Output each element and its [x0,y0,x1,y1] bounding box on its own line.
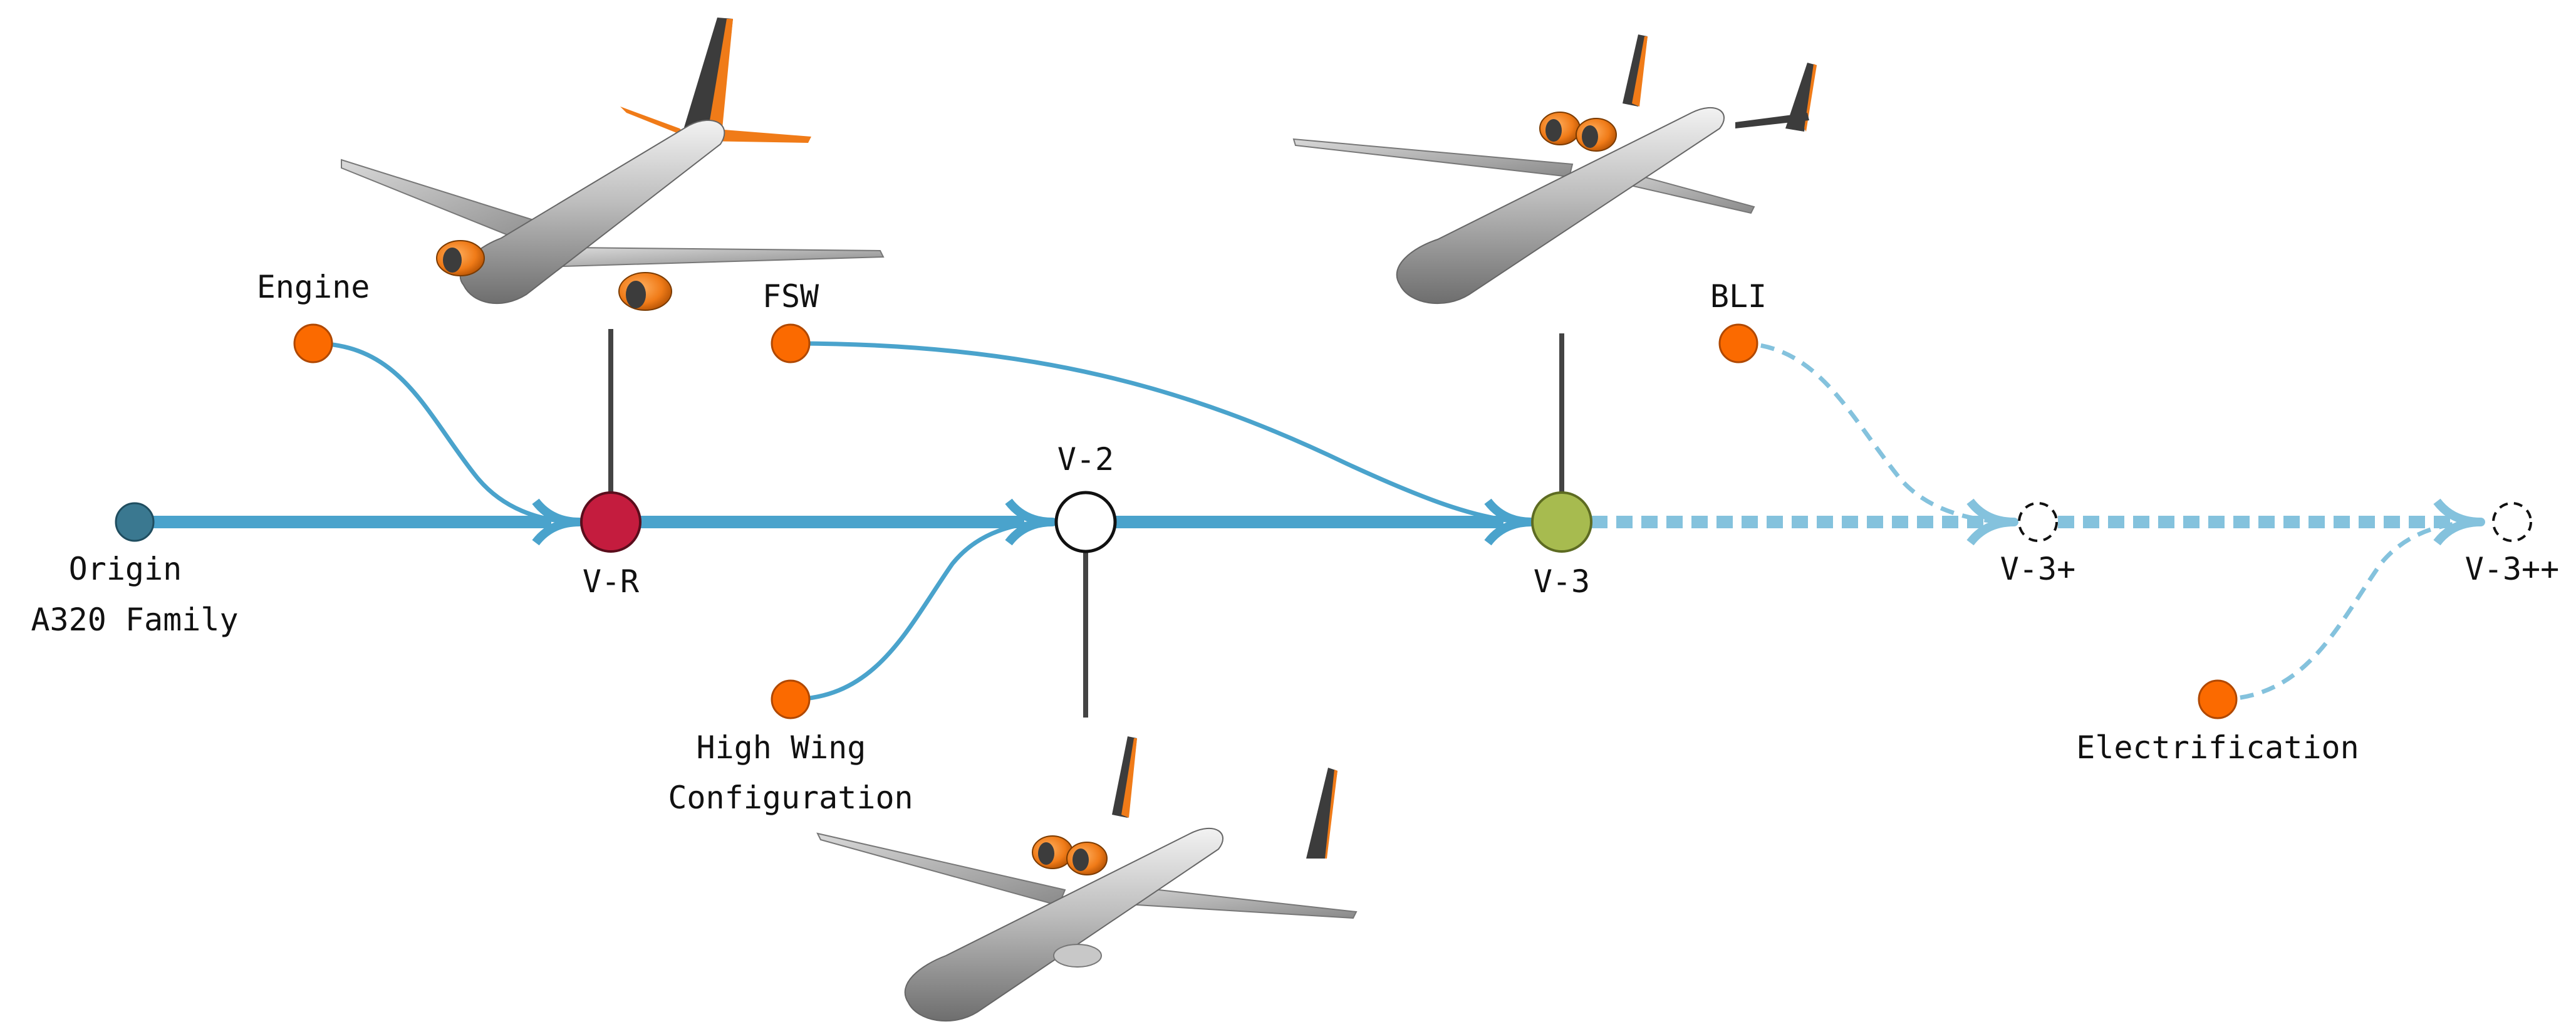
wing-left-icon [816,832,1066,907]
aircraft-v-r [341,18,885,311]
feature-node-bli [1718,323,1758,363]
feature-nodes [293,323,2238,719]
milestone-node-v-r [580,491,641,553]
horizontal-stab-icon [620,107,689,138]
milestone-nodes [115,491,2532,553]
arrowhead-v3plusplus [2433,498,2485,546]
vertical-tail-accent-icon [1121,738,1137,818]
feature-node-electrification [2198,679,2238,719]
feature-label-high-wing-line-1: High Wing [696,729,866,766]
milestone-label-v-3plus: V-3+ [2000,551,2075,587]
engine-left-inlet-icon [1038,842,1054,865]
wing-right-icon [563,246,885,268]
feature-label-high-wing: High Wing Configuration [668,729,913,816]
winglet-left-icon [1306,768,1337,859]
horizontal-stab-icon [1735,113,1809,128]
milestone-node-origin [115,502,155,542]
milestone-node-v-3 [1531,491,1592,553]
milestone-label-origin-line-2: A320 Family [31,602,238,638]
milestone-label-v-3: V-3 [1534,563,1590,600]
engine-left-inlet-icon [443,248,462,273]
milestone-node-v-2 [1054,491,1117,553]
feature-label-fsw: FSW [762,278,819,315]
feature-node-engine [293,323,333,363]
connector-electrification [2217,520,2481,702]
engine-right-inlet-icon [1582,125,1598,148]
engine-right-inlet-icon [1072,849,1089,871]
timeline [135,498,2485,546]
milestone-label-v-2: V-2 [1057,441,1114,478]
fuselage-icon [904,827,1223,1022]
milestone-label-v-r: V-R [583,563,640,600]
feature-connectors [313,341,2481,702]
feature-label-engine: Engine [257,269,370,305]
milestone-node-v-3plus [2018,502,2058,542]
aircraft-stems [608,329,1564,718]
winglet-right-icon [1785,63,1817,132]
milestone-label-v-3plusplus: V-3++ [2465,551,2560,587]
connector-high-wing [790,520,1053,702]
feature-label-bli: BLI [1710,278,1767,315]
fuselage-icon [1396,107,1725,305]
feature-label-high-wing-line-2: Configuration [668,780,913,816]
vertical-tail-accent-icon [708,19,733,135]
connector-fsw [790,341,1532,525]
belly-fairing-icon [1053,944,1102,968]
aircraft-v-2 [816,736,1358,1022]
winglet-left-accent-icon [1325,770,1337,859]
vertical-tail-accent-icon [1632,36,1648,107]
aircraft-v-3 [1292,34,1817,305]
connector-bli [1738,341,2015,525]
wing-left-icon [1292,138,1574,178]
milestone-label-origin: Origin A320 Family [31,551,238,638]
horizontal-stab-right-icon [702,128,811,143]
milestone-node-v-3plusplus [2492,502,2532,542]
feature-node-fsw [771,323,811,363]
milestone-label-origin-line-1: Origin [69,551,182,587]
feature-label-electrification: Electrification [2076,729,2359,766]
vertical-tail-icon [1623,34,1648,107]
connector-engine [313,341,580,525]
vertical-tail-icon [1112,736,1137,818]
labels: Origin A320 Family V-R V-2 V-3 V-3+ V-3+… [31,269,2559,816]
engine-left-inlet-icon [1545,119,1562,142]
engine-right-inlet-icon [626,281,646,308]
feature-node-high-wing [771,679,811,719]
